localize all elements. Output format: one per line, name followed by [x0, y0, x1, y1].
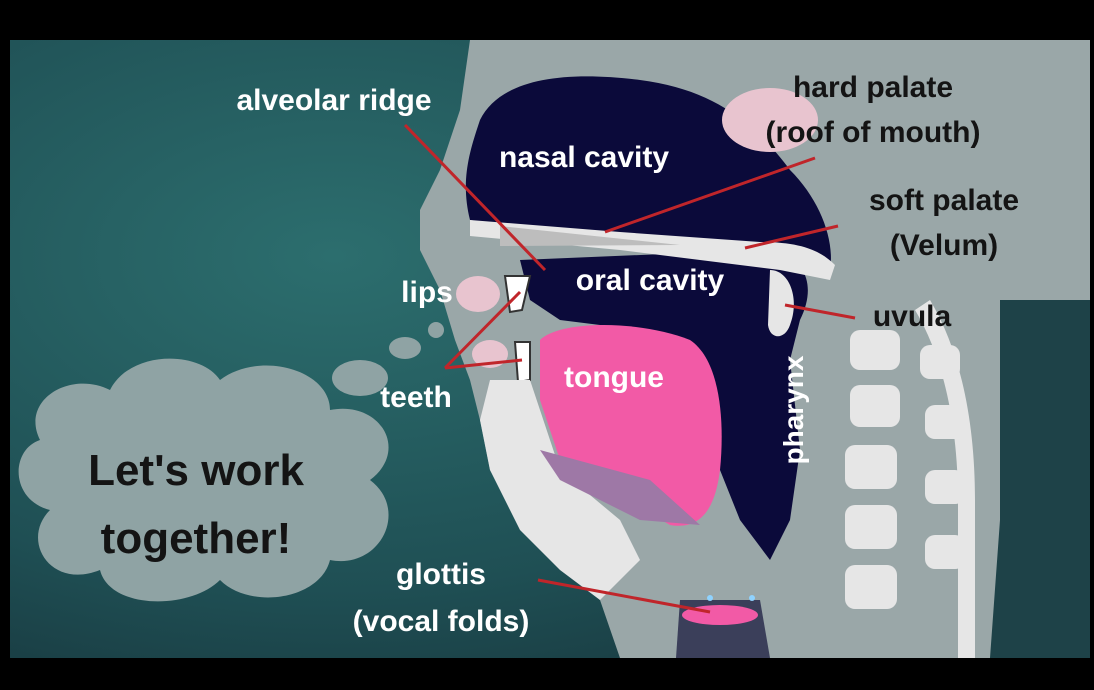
label-glottis-line1: glottis	[396, 558, 486, 591]
label-tongue: tongue	[564, 361, 664, 394]
label-hard-palate-line2: (roof of mouth)	[766, 116, 981, 149]
vertebra-process	[925, 405, 965, 439]
vertebra	[845, 565, 897, 609]
upper-lip-shape	[456, 276, 500, 312]
label-teeth: teeth	[380, 381, 452, 414]
label-hard-palate-line1: hard palate	[793, 71, 953, 104]
bottom-letterbox	[0, 658, 1094, 690]
label-pharynx: pharynx	[778, 355, 809, 464]
bubble-text-line1: Let's work	[88, 446, 304, 495]
vertebra-process	[920, 345, 960, 379]
label-lips: lips	[401, 276, 453, 309]
bubble-dot-small	[428, 322, 444, 338]
label-glottis-line2: (vocal folds)	[353, 605, 530, 638]
vertebra-process	[925, 470, 965, 504]
bubble-dot-medium	[389, 337, 421, 359]
label-oral-cavity: oral cavity	[576, 264, 725, 297]
label-alveolar-ridge: alveolar ridge	[236, 84, 431, 117]
label-soft-palate-line1: soft palate	[869, 184, 1019, 217]
vocal-fold-dot-left	[707, 595, 713, 601]
vocal-fold-dot-right	[749, 595, 755, 601]
bubble-text-line2: together!	[101, 514, 292, 563]
vertebra	[845, 445, 897, 489]
label-uvula: uvula	[873, 300, 952, 333]
vertebra	[850, 385, 900, 427]
label-nasal-cavity: nasal cavity	[499, 141, 669, 174]
label-soft-palate-line2: (Velum)	[890, 229, 998, 262]
top-letterbox	[0, 0, 1094, 40]
neck-shadow	[990, 300, 1090, 658]
vertebra	[845, 505, 897, 549]
vertebra	[850, 330, 900, 370]
vertebra-process	[925, 535, 965, 569]
